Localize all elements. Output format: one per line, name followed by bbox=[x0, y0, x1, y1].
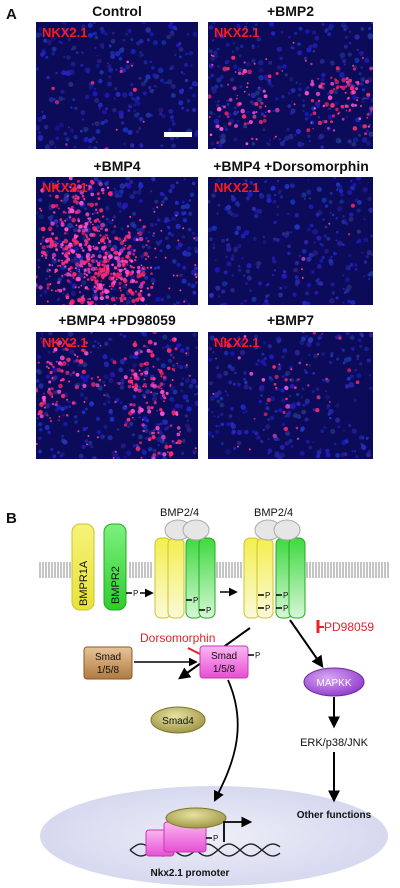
erk-label: ERK/p38/JNK bbox=[300, 737, 369, 749]
arrow-to-mapkk bbox=[289, 619, 324, 668]
marker-label: NKX2.1 bbox=[42, 180, 88, 195]
smad-right-label: Smad bbox=[211, 651, 237, 662]
panel-title-bmp2: +BMP2 bbox=[266, 3, 315, 19]
smad-left-label: Smad bbox=[95, 652, 121, 663]
panel-b-letter: B bbox=[6, 510, 17, 527]
smad4 bbox=[150, 706, 206, 734]
promoter-label: Nkx2.1 promoter bbox=[151, 868, 230, 879]
ligand-label-1: BMP2/4 bbox=[160, 507, 199, 519]
smad4-label: Smad4 bbox=[162, 716, 194, 727]
micrograph-bmp4: NKX2.1 bbox=[36, 177, 198, 305]
phospho-label: P bbox=[265, 604, 270, 613]
phospho-label: P bbox=[283, 591, 288, 600]
bmpr2-receptor bbox=[103, 523, 127, 611]
phospho-label: P bbox=[265, 591, 270, 600]
scale-bar bbox=[164, 132, 192, 137]
other-functions-label: Other functions bbox=[297, 810, 372, 821]
marker-label: NKX2.1 bbox=[42, 25, 88, 40]
ligand-label-2: BMP2/4 bbox=[254, 507, 293, 519]
micrograph-bmp4-pd98059: NKX2.1 bbox=[36, 332, 198, 459]
phospho-label: P bbox=[133, 589, 138, 598]
micrograph-bmp4-dorsomorphin: NKX2.1 bbox=[208, 177, 373, 305]
micrograph-control: NKX2.1 bbox=[36, 22, 198, 149]
marker-label: NKX2.1 bbox=[42, 335, 88, 350]
micrograph-bmp2: NKX2.1 bbox=[208, 22, 373, 149]
cell-membrane bbox=[39, 562, 389, 578]
phospho-label: P bbox=[193, 596, 198, 605]
smad-active bbox=[199, 645, 249, 679]
nucleus bbox=[40, 786, 388, 886]
panel-title-bmp4-dorsomorphin: +BMP4 +Dorsomorphin bbox=[213, 158, 369, 174]
phospho-label: P bbox=[206, 606, 211, 615]
marker-label: NKX2.1 bbox=[214, 335, 260, 350]
smad4-dna-bound bbox=[165, 807, 227, 829]
mapkk bbox=[303, 667, 365, 697]
micrograph-bmp7: NKX2.1 bbox=[208, 332, 373, 459]
bmpr1a-label: BMPR1A bbox=[78, 560, 90, 606]
marker-label: NKX2.1 bbox=[214, 25, 260, 40]
phospho-label: P bbox=[255, 651, 260, 660]
smad-inactive bbox=[83, 646, 133, 680]
panel-title-bmp4-pd98059: +BMP4 +PD98059 bbox=[58, 312, 176, 328]
smad-right-label: 1/5/8 bbox=[213, 664, 236, 675]
bmpr1a-receptor bbox=[71, 523, 95, 611]
marker-label: NKX2.1 bbox=[214, 180, 260, 195]
bmp-signaling-diagram: BMPR1A BMPR2 P BMP2/4 P P BMP2/4 P P P P… bbox=[39, 507, 389, 886]
panel-title-bmp7: +BMP7 bbox=[266, 312, 315, 328]
bmpr2-label: BMPR2 bbox=[110, 566, 122, 604]
mapkk-label: MAPKK bbox=[316, 678, 351, 689]
arrow-to-nucleus bbox=[214, 679, 239, 802]
dorsomorphin-label: Dorsomorphin bbox=[140, 631, 215, 645]
smad-left-label: 1/5/8 bbox=[97, 665, 120, 676]
phospho-label: P bbox=[213, 834, 218, 843]
phospho-label: P bbox=[283, 604, 288, 613]
panel-title-control: Control bbox=[92, 3, 142, 19]
panel-title-bmp4: +BMP4 bbox=[93, 158, 141, 174]
transcription-arrow bbox=[223, 816, 253, 842]
panel-a-letter: A bbox=[6, 6, 17, 23]
pd98059-label: PD98059 bbox=[324, 620, 374, 634]
